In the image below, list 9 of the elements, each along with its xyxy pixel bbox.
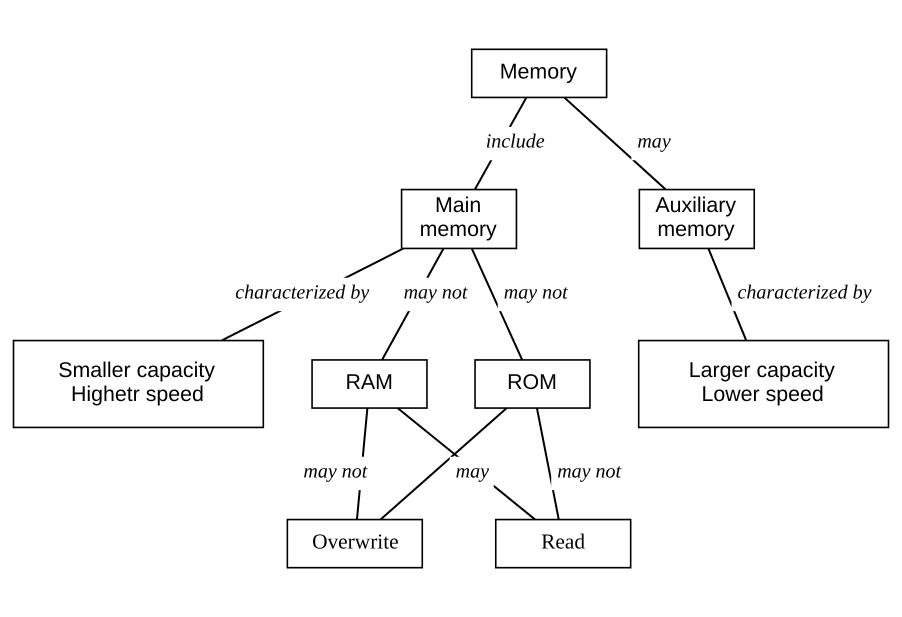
- edge-label: characterized by: [235, 281, 370, 304]
- edge-label: may not: [557, 460, 622, 482]
- edge-label: may not: [504, 281, 568, 304]
- edge-label: characterized by: [738, 281, 872, 304]
- edge-label: may not: [303, 460, 368, 482]
- edge-label: may: [456, 460, 490, 482]
- edge-label: include: [486, 130, 545, 153]
- edge-label: may: [637, 130, 671, 153]
- edge-label: may not: [404, 281, 468, 304]
